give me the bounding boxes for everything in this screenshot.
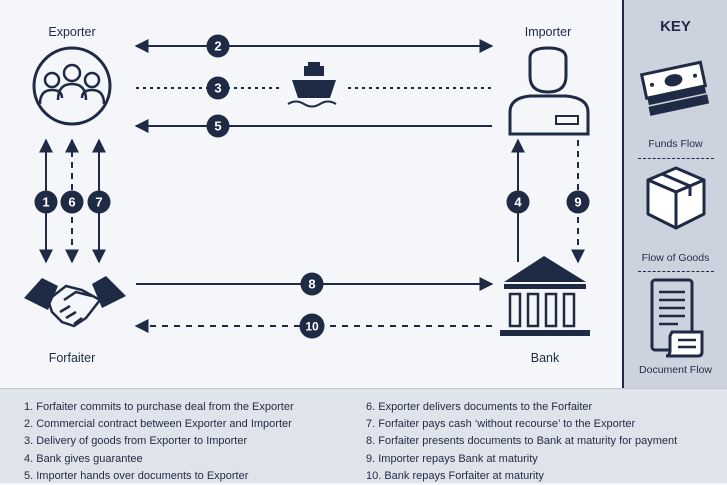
legend-item: 9. Importer repays Bank at maturity	[366, 452, 538, 465]
key-divider	[638, 271, 714, 272]
step-number: 2	[214, 39, 221, 54]
step-badge-2: 2	[206, 34, 230, 58]
key-title: KEY	[660, 18, 691, 35]
exporter-icon	[32, 46, 112, 126]
key-funds-label: Funds Flow	[648, 138, 703, 150]
legend-item: 4. Bank gives guarantee	[24, 452, 143, 465]
key-panel: KEY Funds Flow Flow of Goods Document Fl…	[622, 0, 727, 388]
diagram-canvas: 2 3 5 1 6 7 4 9 8 10	[24, 34, 590, 339]
key-goods-label: Flow of Goods	[641, 252, 710, 264]
step-badge-3: 3	[206, 76, 230, 100]
step-number: 3	[214, 81, 221, 96]
bank-icon	[500, 256, 590, 336]
step-badge-5: 5	[206, 114, 230, 138]
legend-item: 2. Commercial contract between Exporter …	[24, 418, 292, 431]
step-badge-1: 1	[34, 190, 58, 214]
step-number: 1	[42, 195, 49, 210]
key-documents-label: Document Flow	[639, 364, 712, 376]
legend-item: 5. Importer hands over documents to Expo…	[24, 469, 249, 482]
step-badge-4: 4	[506, 190, 530, 214]
money-stack-icon	[639, 60, 710, 116]
legend-item: 1. Forfaiter commits to purchase deal fr…	[24, 401, 294, 413]
step-number: 8	[308, 277, 315, 292]
box-icon	[646, 166, 706, 230]
step-number: 6	[68, 195, 75, 210]
step-badge-7: 7	[87, 190, 111, 214]
legend-item: 6. Exporter delivers documents to the Fo…	[366, 401, 593, 413]
importer-label: Importer	[524, 25, 572, 39]
document-scroll-icon	[650, 278, 704, 358]
step-legend: 1. Forfaiter commits to purchase deal fr…	[0, 388, 727, 483]
legend-item: 10. Bank repays Forfaiter at maturity	[366, 469, 544, 482]
legend-left-column: 1. Forfaiter commits to purchase deal fr…	[24, 399, 294, 485]
step-badge-8: 8	[300, 272, 324, 296]
handshake-icon	[24, 276, 126, 328]
ship-icon	[287, 62, 337, 108]
step-number: 7	[95, 195, 102, 210]
legend-item: 7. Forfaiter pays cash ‘without recourse…	[366, 418, 636, 431]
key-divider	[638, 158, 714, 159]
exporter-label: Exporter	[48, 25, 96, 39]
step-badge-10: 10	[299, 313, 325, 339]
step-badge-9: 9	[566, 190, 590, 214]
forfaiter-label: Forfaiter	[48, 351, 96, 365]
importer-icon	[508, 46, 590, 136]
step-number: 10	[305, 320, 319, 334]
legend-item: 3. Delivery of goods from Exporter to Im…	[24, 435, 248, 448]
step-number: 9	[574, 195, 581, 210]
step-badge-6: 6	[60, 190, 84, 214]
step-number: 5	[214, 119, 221, 134]
step-number: 4	[514, 195, 522, 210]
legend-right-column: 6. Exporter delivers documents to the Fo…	[366, 399, 677, 485]
flow-diagram: 2 3 5 1 6 7 4 9 8 10 Exporter Importer F…	[24, 25, 590, 365]
legend-item: 8. Forfaiter presents documents to Bank …	[366, 435, 678, 448]
bank-label: Bank	[530, 351, 560, 365]
